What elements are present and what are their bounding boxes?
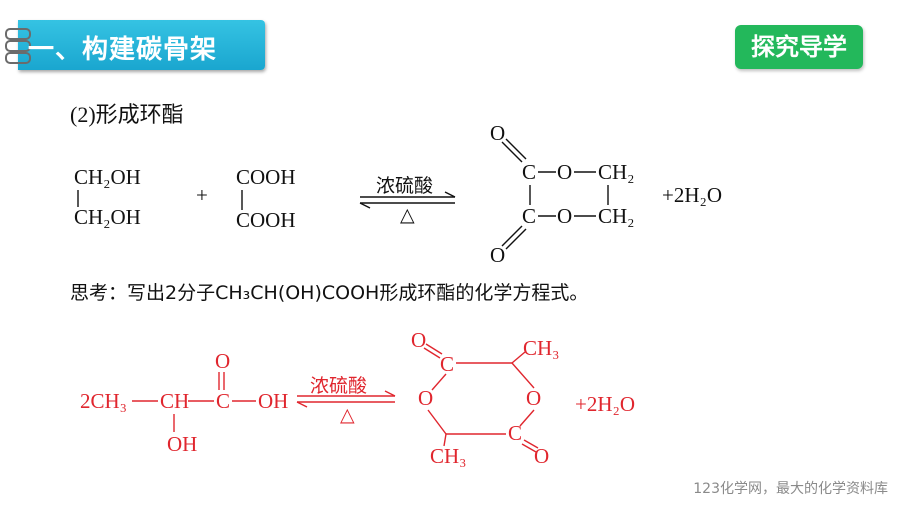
- catalyst-label-2: 浓硫酸: [310, 375, 368, 397]
- ring-left-bottom: [427, 409, 447, 435]
- lactide-o-right: O: [526, 386, 542, 410]
- c-o-double-bottom: [501, 225, 523, 247]
- lactide-c-top: C: [440, 352, 455, 376]
- c-o-double-top: [501, 141, 523, 163]
- explore-badge: 探究导学: [735, 25, 863, 69]
- ring-ch3-bond: [511, 351, 526, 364]
- lactic-carboxyl-c: C: [216, 389, 231, 413]
- product-ch2-bottom: CH₂: [598, 204, 635, 228]
- lactide-o-bottom-right: O: [534, 444, 550, 468]
- lactide-o-left: O: [418, 386, 434, 410]
- product-ch2-top: CH₂: [598, 160, 635, 184]
- product-carbonyl-o-top: O: [490, 121, 506, 145]
- water-byproduct-2: +2H₂O: [575, 392, 635, 416]
- question-text: 思考：写出2分子CH₃CH(OH)COOH形成环酯的化学方程式。: [70, 282, 589, 304]
- lactic-carbonyl-o: O: [215, 349, 231, 373]
- lactide-c-bottom: C: [508, 421, 523, 445]
- ethylene-glycol-bottom: CH₂OH: [74, 205, 141, 229]
- oxalic-acid-top: COOH: [236, 165, 296, 189]
- lactic-carboxyl-oh: OH: [258, 389, 289, 413]
- ring-ch3-bond-2: [443, 433, 447, 447]
- product-c-bottom: C: [522, 204, 537, 228]
- reverse-arrow-head: [359, 202, 371, 209]
- lactide-ch3-bottom-left: CH₃: [430, 444, 467, 468]
- binder-ring-icon: [5, 40, 31, 52]
- banner-bar: [18, 20, 265, 70]
- heat-symbol-2: △: [340, 404, 355, 426]
- lactide-o-top-left: O: [411, 328, 427, 352]
- ring-c-o-double: [423, 347, 441, 359]
- ethylene-glycol-top: CH₂OH: [74, 165, 141, 189]
- ring-c-o-double-2: [521, 443, 537, 453]
- binder-ring-icon: [5, 52, 31, 64]
- heat-symbol: △: [400, 204, 415, 226]
- ring-right-top: [511, 362, 535, 389]
- lactic-ch: CH: [160, 389, 190, 413]
- product-ring-o-bottom: O: [557, 204, 573, 228]
- lactic-hydroxyl: OH: [167, 432, 198, 456]
- section-header-banner: 一、构建碳骨架: [0, 20, 265, 70]
- product-carbonyl-o-bottom: O: [490, 243, 506, 267]
- oxalic-acid-bottom: COOH: [236, 208, 296, 232]
- lactide-ch3-top-right: CH₃: [523, 336, 560, 360]
- water-byproduct: +2H₂O: [662, 183, 722, 207]
- plus-sign: +: [196, 183, 208, 207]
- lactic-coef-ch3: 2CH₃: [80, 389, 127, 413]
- page-subtitle: (2)形成环酯: [70, 102, 184, 127]
- ring-left-top: [431, 373, 447, 391]
- binder-ring-icon: [5, 28, 31, 40]
- forward-arrow-head: [444, 191, 456, 198]
- ring-right-bottom: [519, 409, 535, 427]
- product-ring-o-top: O: [557, 160, 573, 184]
- watermark-text: 123化学网，最大的化学资料库: [693, 481, 888, 497]
- catalyst-label: 浓硫酸: [376, 175, 434, 197]
- section-title: 一、构建碳骨架: [28, 35, 218, 65]
- product-c-top: C: [522, 160, 537, 184]
